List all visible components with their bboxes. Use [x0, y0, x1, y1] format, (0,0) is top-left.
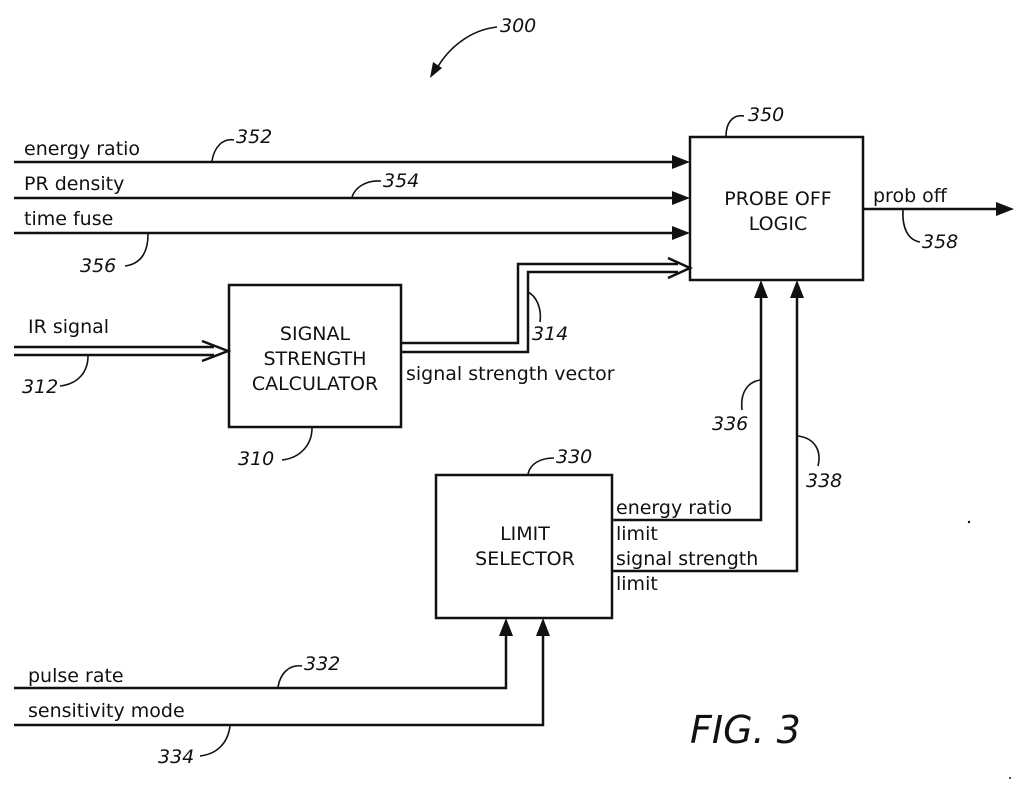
probe-off-logic-label-line1: PROBE OFF [724, 188, 832, 210]
time-fuse-label: time fuse [24, 208, 113, 230]
signal-energy-ratio-limit: energy ratio limit 336 [612, 280, 768, 545]
pulse-rate-ref-leader [278, 666, 302, 687]
block-limit-selector: LIMIT SELECTOR 330 [436, 446, 612, 618]
time-fuse-ref-leader [125, 234, 148, 266]
energy-ratio-label: energy ratio [24, 138, 140, 160]
signal-strength-limit-ref: 338 [806, 470, 842, 492]
signal-strength-limit-label-line1: signal strength [616, 548, 758, 570]
probe-off-logic-ref: 350 [748, 104, 784, 126]
pulse-rate-arrowhead [499, 618, 513, 636]
signal-strength-limit-arrowhead [790, 280, 804, 298]
signal-sensitivity-mode: sensitivity mode 334 [14, 618, 550, 768]
signal-strength-calculator-label-line3: CALCULATOR [252, 373, 378, 395]
prob-off-ref: 358 [922, 231, 958, 253]
energy-ratio-limit-line [612, 296, 761, 520]
signal-strength-vector-arrowhead [668, 258, 690, 278]
sensitivity-mode-ref-leader [200, 726, 230, 756]
sensitivity-mode-ref: 334 [158, 746, 194, 768]
pr-density-arrowhead [672, 191, 690, 205]
signal-signal-strength-vector: signal strength vector 314 [401, 258, 690, 385]
prob-off-label: prob off [873, 185, 948, 207]
figure-ref-number: 300 [500, 15, 536, 37]
probe-off-logic-ref-leader [726, 116, 744, 136]
signal-strength-vector-ref-leader [528, 292, 540, 322]
signal-time-fuse: time fuse 356 [14, 208, 690, 277]
ir-signal-ref-leader [60, 356, 88, 386]
signal-strength-calculator-label-line2: STRENGTH [263, 348, 366, 370]
signal-pr-density: PR density 354 [14, 170, 690, 205]
block-signal-strength-calculator: SIGNAL STRENGTH CALCULATOR 310 [229, 285, 401, 470]
signal-energy-ratio: energy ratio 352 [14, 126, 690, 169]
signal-strength-calculator-ref-leader [282, 428, 312, 460]
signal-strength-vector-label: signal strength vector [406, 363, 615, 385]
ir-signal-arrowhead [202, 341, 228, 361]
figure-ref-leader [436, 27, 497, 70]
pulse-rate-label: pulse rate [28, 665, 124, 687]
prob-off-arrowhead [996, 202, 1014, 216]
prob-off-ref-leader [903, 210, 920, 242]
sensitivity-mode-label: sensitivity mode [28, 700, 185, 722]
energy-ratio-limit-ref: 336 [712, 413, 748, 435]
signal-signal-strength-limit: signal strength limit 338 [612, 280, 842, 595]
scan-speck [1009, 777, 1011, 779]
sensitivity-mode-arrowhead [536, 618, 550, 636]
pr-density-ref-leader [352, 181, 381, 197]
limit-selector-ref: 330 [556, 446, 592, 468]
scan-speck [968, 521, 970, 523]
energy-ratio-limit-label-line2: limit [616, 523, 658, 545]
signal-strength-limit-label-line2: limit [616, 573, 658, 595]
signal-strength-calculator-ref: 310 [238, 448, 274, 470]
block-probe-off-logic: PROBE OFF LOGIC 350 [690, 104, 863, 280]
figure-caption: FIG. 3 [690, 708, 801, 752]
signal-strength-calculator-label-line1: SIGNAL [280, 323, 351, 345]
energy-ratio-limit-ref-leader [742, 380, 760, 410]
ir-signal-ref: 312 [22, 376, 58, 398]
energy-ratio-ref-leader [212, 140, 234, 161]
energy-ratio-arrowhead [672, 155, 690, 169]
signal-strength-vector-ref: 314 [532, 323, 568, 345]
time-fuse-arrowhead [672, 226, 690, 240]
limit-selector-label-line1: LIMIT [500, 523, 550, 545]
energy-ratio-ref: 352 [236, 126, 272, 148]
limit-selector-box [436, 475, 612, 618]
energy-ratio-limit-label-line1: energy ratio [616, 497, 732, 519]
time-fuse-ref: 356 [80, 255, 116, 277]
pr-density-ref: 354 [383, 170, 419, 192]
probe-off-logic-label-line2: LOGIC [749, 213, 807, 235]
signal-ir-signal: IR signal 312 [14, 316, 228, 398]
signal-pulse-rate: pulse rate 332 [14, 618, 513, 688]
limit-selector-label-line2: SELECTOR [475, 548, 575, 570]
limit-selector-ref-leader [528, 458, 554, 474]
figure-ref-300: 300 [430, 15, 536, 78]
signal-strength-limit-ref-leader [798, 436, 819, 466]
energy-ratio-limit-arrowhead [754, 280, 768, 298]
ir-signal-label: IR signal [28, 316, 109, 338]
pulse-rate-ref: 332 [304, 653, 340, 675]
signal-prob-off: prob off 358 [863, 185, 1014, 253]
pr-density-label: PR density [24, 173, 124, 195]
